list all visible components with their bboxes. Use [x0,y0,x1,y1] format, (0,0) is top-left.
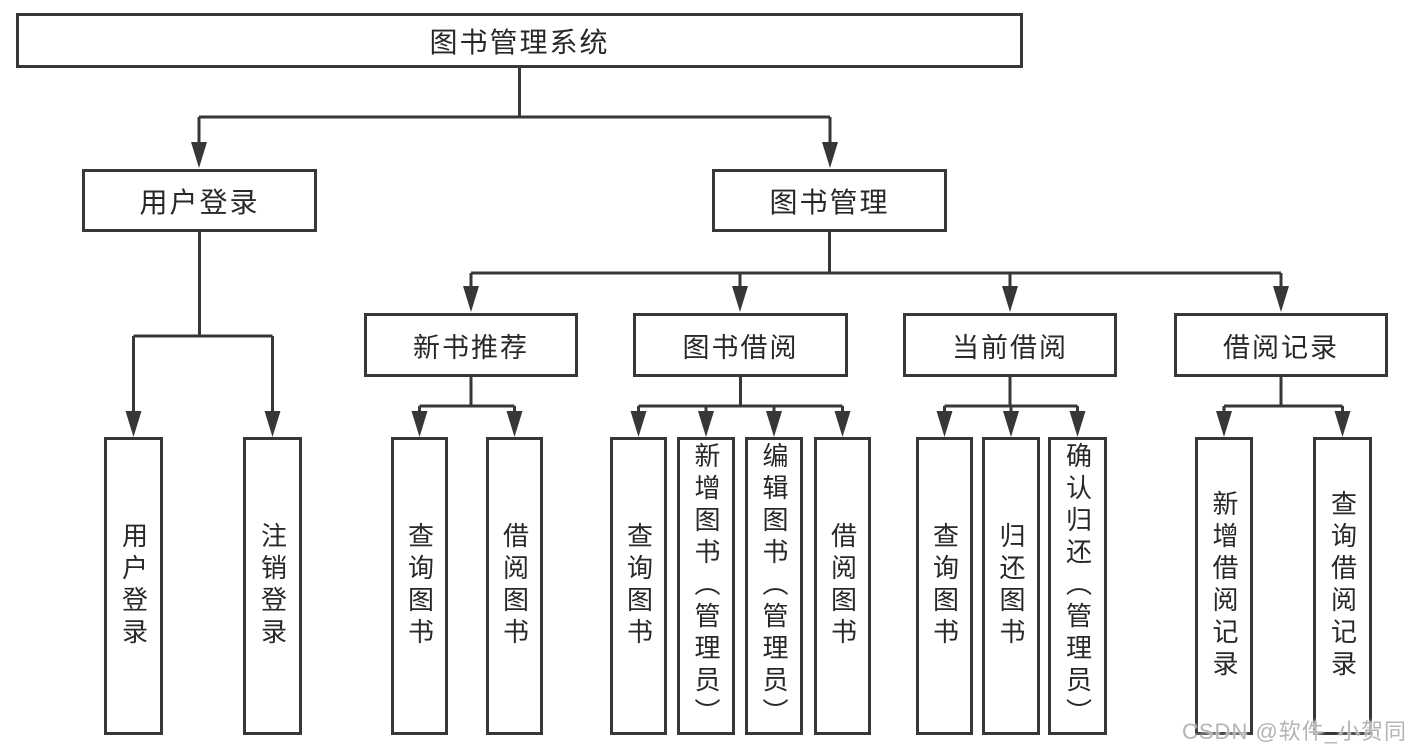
leaf-query-borrow-record: 查询借阅记录 [1313,437,1372,735]
leaf-logout: 注销登录 [243,437,302,735]
leaf-label: 归还图书 [996,522,1026,650]
leaf-edit-book-admin: 编辑图书（管理员） [745,437,803,735]
leaf-query-books-borrow: 查询图书 [610,437,667,735]
leaf-borrow-books-recommend: 借阅图书 [486,437,543,735]
node-book-management: 图书管理 [712,169,947,232]
node-current-borrowing: 当前借阅 [903,313,1117,377]
node-label: 当前借阅 [952,332,1068,363]
node-user-login: 用户登录 [82,169,317,232]
node-label: 图书管理系统 [429,26,610,58]
leaf-borrow-books: 借阅图书 [814,437,871,735]
node-root-library-system: 图书管理系统 [16,13,1023,68]
leaf-label: 注销登录 [257,522,288,650]
leaf-label: 新增图书（管理员） [691,442,721,730]
leaf-confirm-return-admin: 确认归还（管理员） [1048,437,1107,735]
node-label: 借阅记录 [1223,332,1339,363]
leaf-label: 编辑图书（管理员） [759,442,789,730]
leaf-return-book: 归还图书 [982,437,1040,735]
leaf-label: 确认归还（管理员） [1062,442,1093,730]
leaf-label: 查询借阅记录 [1327,490,1358,682]
leaf-label: 查询图书 [929,522,960,650]
leaf-label: 查询图书 [623,522,654,650]
leaf-label: 查询图书 [404,522,435,650]
leaf-label: 新增借阅记录 [1209,490,1239,682]
node-label: 图书借阅 [682,332,799,363]
node-label: 图书管理 [769,186,890,218]
leaf-add-borrow-record: 新增借阅记录 [1195,437,1253,735]
leaf-add-book-admin: 新增图书（管理员） [677,437,735,735]
leaf-user-login: 用户登录 [104,437,163,735]
leaf-query-books-current: 查询图书 [916,437,973,735]
node-label: 新书推荐 [413,332,529,363]
node-book-borrowing: 图书借阅 [633,313,848,377]
leaf-label: 借阅图书 [499,522,530,650]
arrowheads [125,142,1351,437]
leaf-label: 借阅图书 [827,522,858,650]
leaf-query-books-recommend: 查询图书 [391,437,448,735]
node-label: 用户登录 [139,186,260,218]
node-borrowing-records: 借阅记录 [1174,313,1388,377]
node-new-book-recommendation: 新书推荐 [364,313,578,377]
leaf-label: 用户登录 [118,522,149,650]
